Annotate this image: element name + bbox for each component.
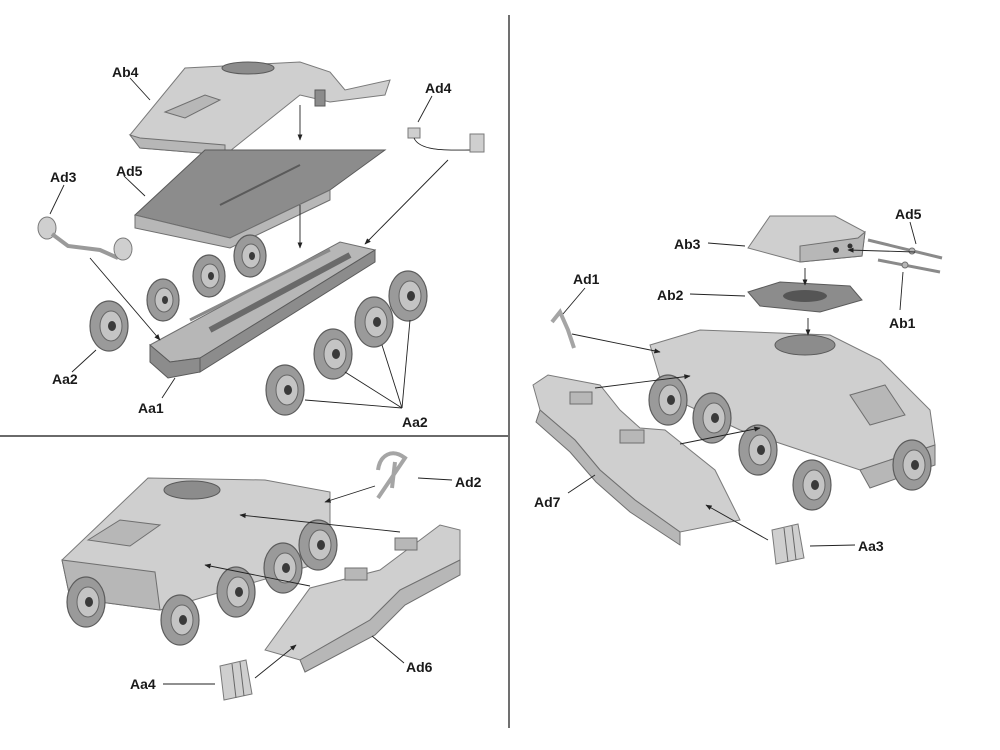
label-aa3: Aa3 — [858, 538, 884, 554]
top-left-panel: Ab4 Ad4 Ad3 Ad5 Aa2 Aa1 Aa2 — [37, 61, 485, 430]
leader-aa1 — [161, 377, 176, 399]
label-ab4: Ab4 — [112, 64, 139, 80]
label-aa2-left: Aa2 — [52, 371, 78, 387]
part-ad7-mudguards — [532, 374, 741, 546]
part-ab2-ring — [747, 281, 863, 313]
part-ad1 — [550, 308, 576, 349]
arrow-ad4 — [364, 159, 449, 245]
leader-ad5-right — [909, 221, 917, 245]
arrow-ad2 — [324, 485, 376, 503]
label-aa2-right: Aa2 — [402, 414, 428, 430]
part-aa3-box — [771, 523, 805, 565]
part-ad4-bracket — [407, 127, 485, 153]
label-ad2: Ad2 — [455, 474, 482, 490]
leader-ab3 — [707, 242, 746, 247]
leader-ad1 — [562, 287, 586, 315]
part-ad5-barrel — [867, 238, 943, 260]
part-ad3-lamp-bar — [37, 216, 133, 261]
leader-ad6 — [371, 635, 405, 664]
leader-ab1 — [899, 271, 904, 311]
leader-ad2 — [417, 477, 453, 481]
leader-aa3 — [809, 544, 856, 547]
leader-aa2-left — [71, 349, 97, 373]
arrow-ad7-b — [679, 426, 761, 445]
label-aa1: Aa1 — [138, 400, 164, 416]
label-ab3: Ab3 — [674, 236, 701, 252]
part-aa1-chassis — [149, 241, 377, 379]
label-ad6: Ad6 — [406, 659, 433, 675]
bottom-left-panel: Ad2 Aa4 Ad6 — [61, 451, 482, 701]
arrow-aa4 — [254, 644, 297, 679]
label-ad4: Ad4 — [425, 80, 452, 96]
label-ab1: Ab1 — [889, 315, 916, 331]
arrow-ad7-a — [594, 374, 691, 389]
label-ad1: Ad1 — [573, 271, 600, 287]
label-ab2: Ab2 — [657, 287, 684, 303]
leader-ad4 — [417, 95, 433, 123]
arrow-ad3 — [89, 257, 161, 341]
part-aa4-box — [219, 659, 253, 701]
part-ad5-floor — [133, 149, 387, 249]
label-ad5-top: Ad5 — [116, 163, 143, 179]
leaders-aa2-right — [304, 319, 411, 409]
arrow-ad6-a — [239, 513, 401, 533]
leader-ad5-top — [123, 175, 146, 197]
label-aa4: Aa4 — [130, 676, 156, 692]
arrow-aa3 — [705, 504, 769, 541]
arrow-ad6-b — [204, 563, 311, 587]
arrow-ad5-barrel — [847, 247, 916, 253]
part-ab3-turret — [747, 215, 866, 263]
right-panel: Ab3 Ad5 Ad1 Ab2 Ab1 Ad7 Aa3 — [532, 206, 943, 565]
leader-ab2 — [689, 293, 746, 297]
leader-ad3 — [49, 184, 65, 215]
part-ad2 — [376, 451, 408, 500]
part-ab1-barrel — [877, 258, 941, 274]
label-ad3: Ad3 — [50, 169, 77, 185]
label-ad7: Ad7 — [534, 494, 561, 510]
leader-ab4 — [129, 77, 151, 101]
label-ad5-right: Ad5 — [895, 206, 922, 222]
part-ad6-mudguards — [264, 524, 461, 673]
leader-ad7 — [567, 474, 596, 494]
arrow-ad1 — [571, 333, 661, 354]
part-ab4-upper-hull — [128, 61, 391, 156]
